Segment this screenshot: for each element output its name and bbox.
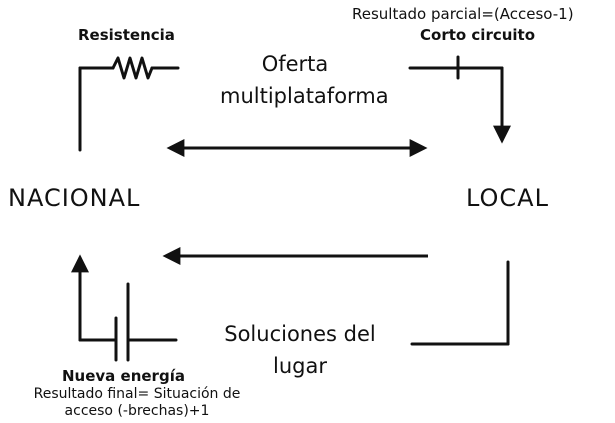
nueva-energia-label: Nueva energía	[62, 367, 185, 385]
resultado-final-label: Resultado final= Situación de acceso (-b…	[2, 386, 272, 420]
oferta-label: Oferta multiplataforma	[220, 48, 389, 112]
battery-branch	[71, 254, 178, 362]
oferta-line-2: multiplataforma	[220, 84, 389, 108]
resistor-branch	[78, 56, 180, 152]
short-circuit-branch	[408, 55, 511, 144]
soluciones-line-1: Soluciones del	[224, 322, 376, 346]
resistor-icon	[111, 56, 154, 80]
oferta-line-1: Oferta	[261, 52, 329, 76]
bottom-right-wire	[410, 260, 510, 346]
nacional-label: NACIONAL	[8, 184, 141, 212]
soluciones-line-2: lugar	[273, 354, 327, 378]
resultado-parcial-label: Resultado parcial=(Acceso-1)	[352, 5, 574, 23]
local-label: LOCAL	[466, 184, 549, 212]
resistencia-label: Resistencia	[78, 26, 175, 44]
resultado-final-line-2: acceso (-brechas)+1	[64, 403, 210, 419]
corto-circuito-label: Corto circuito	[420, 26, 536, 44]
resultado-final-line-1: Resultado final= Situación de	[33, 386, 241, 402]
soluciones-label: Soluciones del lugar	[200, 318, 400, 382]
